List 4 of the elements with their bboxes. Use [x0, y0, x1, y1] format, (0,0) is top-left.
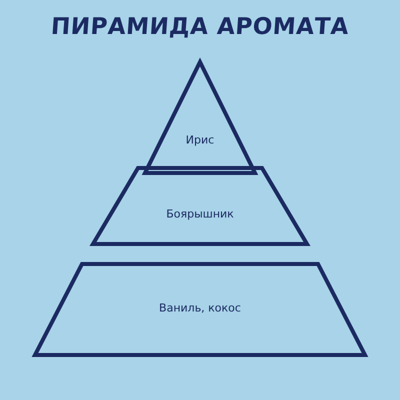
- tier-label: Боярышник: [166, 208, 234, 220]
- diagram-title: ПИРАМИДА АРОМАТА: [49, 14, 351, 40]
- tier-label: Ваниль, кокос: [159, 302, 241, 314]
- tier-label: Ирис: [186, 134, 214, 146]
